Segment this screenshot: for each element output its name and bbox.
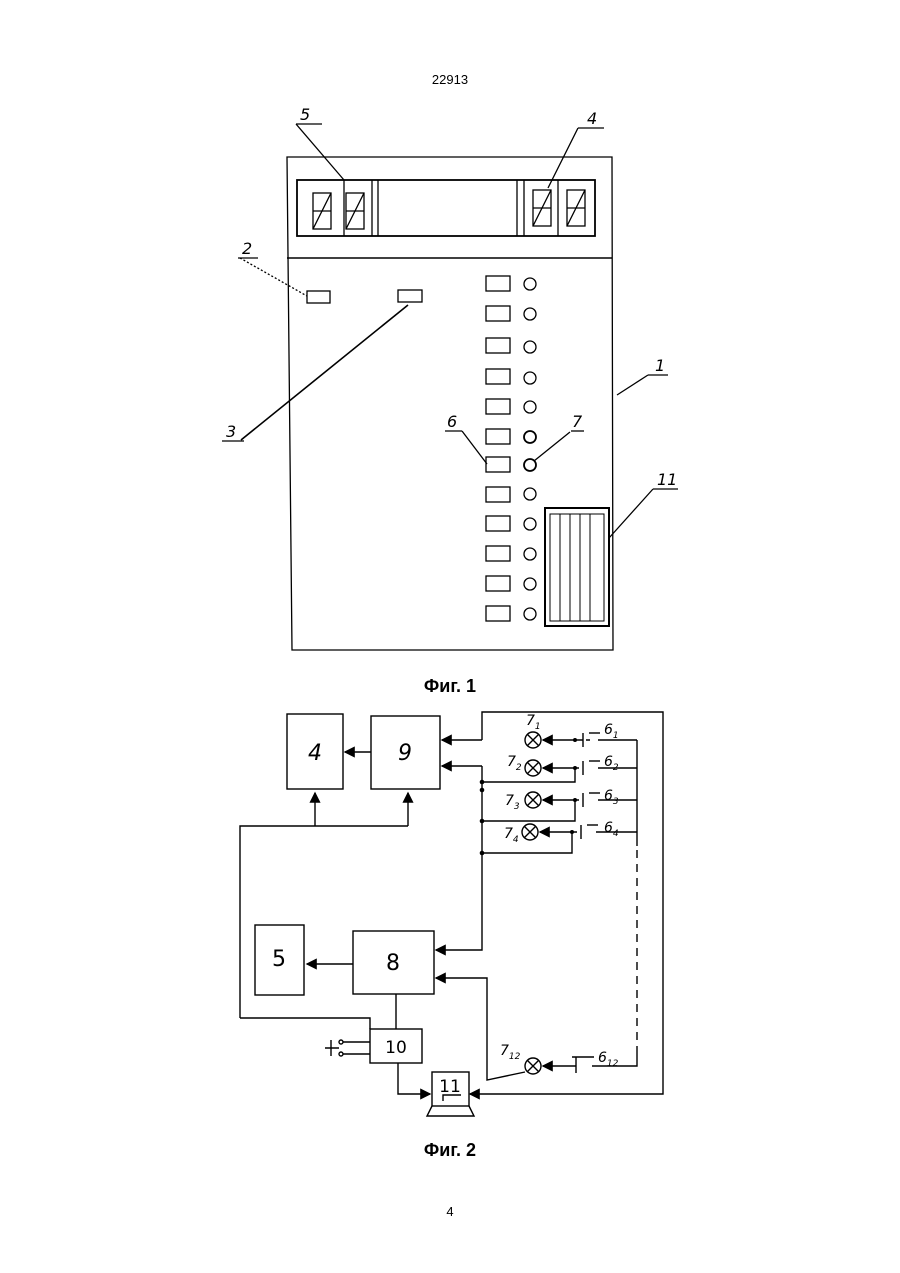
lamp-index: 1 [535,722,541,732]
svg-text:72: 72 [507,754,522,773]
button-index: 2 [613,763,619,773]
svg-text:712: 712 [500,1043,521,1062]
block-10-label: 10 [385,1038,407,1058]
figure-2-caption: Фиг. 2 [0,1140,900,1161]
svg-text:74: 74 [504,826,519,845]
lamp-index: 12 [509,1052,521,1062]
button-label: 6 [598,1050,607,1066]
page-number: 4 [0,1204,900,1219]
lamp-index: 2 [516,763,522,773]
block-4-label: 4 [308,741,322,766]
lamp-label: 7 [504,826,513,842]
button-index: 3 [613,797,619,807]
block-8-label: 8 [386,951,400,976]
button-index: 4 [613,829,619,839]
block-11-label: 11 [439,1077,461,1097]
svg-text:73: 73 [505,793,520,812]
svg-text:64: 64 [604,820,619,839]
svg-text:62: 62 [604,754,619,773]
block-9-label: 9 [398,741,412,766]
svg-text:71: 71 [526,713,541,732]
lamp-index: 3 [514,802,520,812]
svg-text:63: 63 [604,788,619,807]
block-5-label: 5 [272,947,286,972]
button-label: 6 [604,820,613,836]
lamp-label: 7 [507,754,516,770]
lamp-label: 7 [526,713,535,729]
button-index: 1 [613,731,619,741]
button-label: 6 [604,788,613,804]
svg-text:61: 61 [604,722,619,741]
button-label: 6 [604,722,613,738]
lamp-label: 7 [500,1043,509,1059]
button-index: 12 [607,1059,619,1069]
lamp-label: 7 [505,793,514,809]
button-label: 6 [604,754,613,770]
lamp-index: 4 [513,835,519,845]
